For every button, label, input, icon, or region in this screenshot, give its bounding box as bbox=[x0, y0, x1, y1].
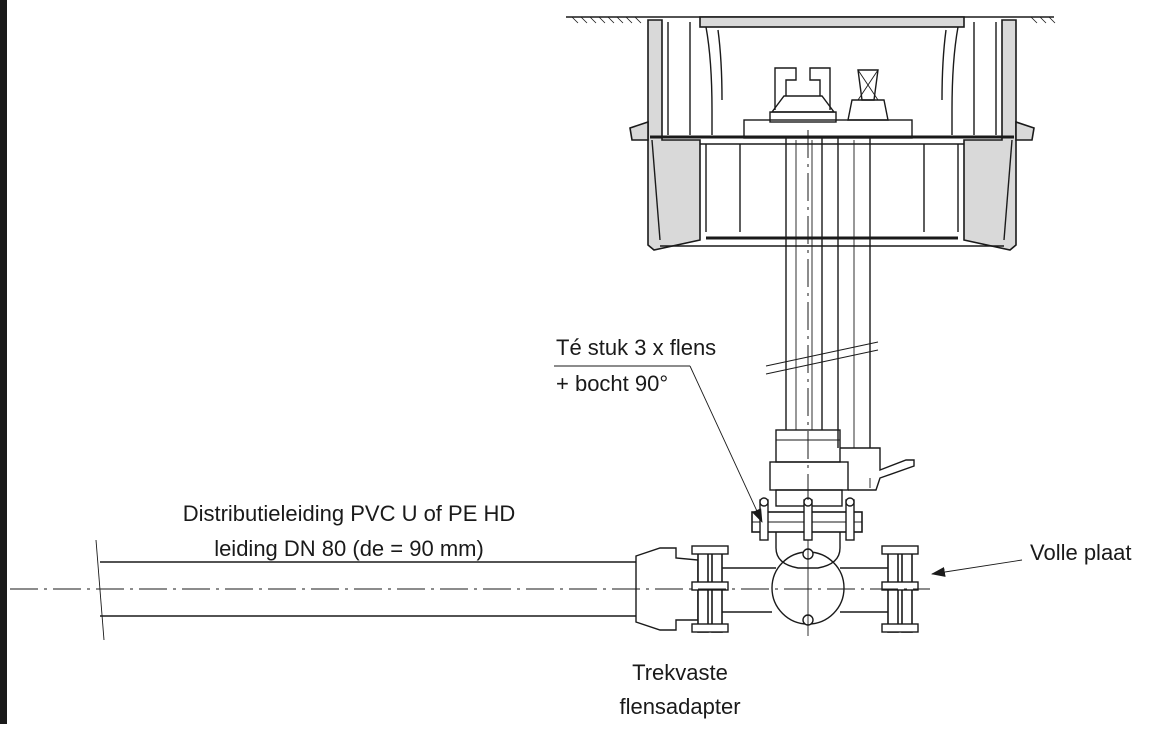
hydrant-coupling bbox=[769, 429, 915, 507]
riser-pipes bbox=[765, 138, 879, 448]
tee-piece bbox=[751, 497, 863, 636]
street-box bbox=[629, 16, 1035, 251]
adapter-label-line1: Trekvaste bbox=[632, 660, 728, 685]
leader-tee bbox=[554, 365, 763, 523]
hydrant-head bbox=[743, 67, 913, 139]
adapter-label-line2: flensadapter bbox=[619, 694, 740, 719]
blind-flange bbox=[881, 545, 919, 633]
bend-label: + bocht 90° bbox=[556, 371, 668, 396]
distribution-label-line1: Distributieleiding PVC U of PE HD bbox=[183, 501, 516, 526]
leader-blind-flange bbox=[931, 559, 1023, 577]
adapter-flange bbox=[691, 545, 729, 633]
frame-border-left bbox=[0, 0, 7, 724]
distribution-pipe bbox=[95, 539, 888, 641]
distribution-label-line2: leiding DN 80 (de = 90 mm) bbox=[214, 536, 484, 561]
tee-label: Té stuk 3 x flens bbox=[556, 335, 716, 360]
blind-flange-label: Volle plaat bbox=[1030, 540, 1132, 565]
